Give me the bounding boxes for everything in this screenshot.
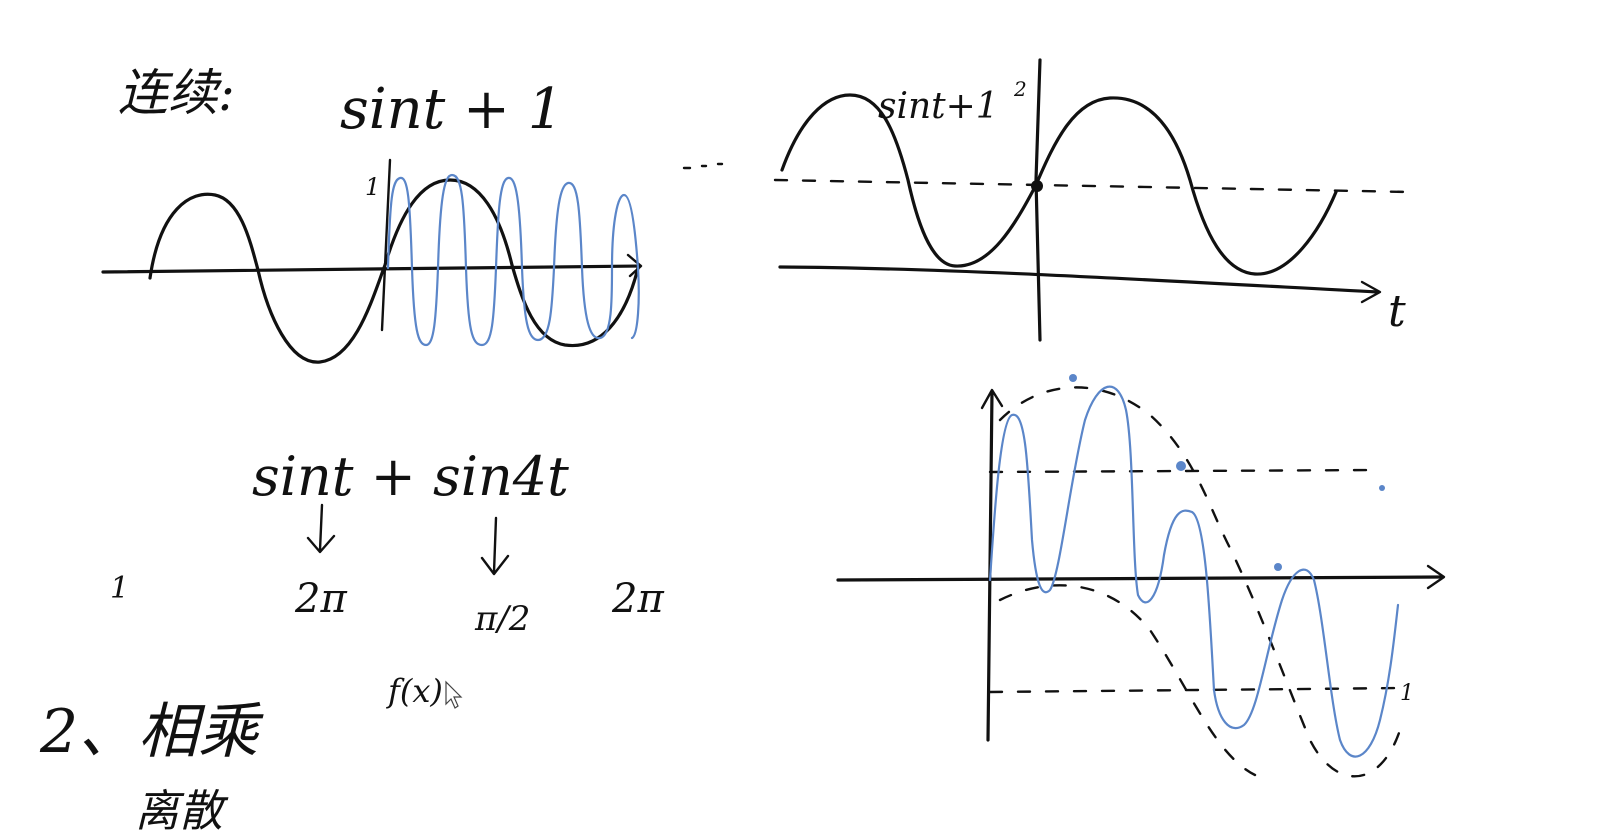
left-axis-arrow xyxy=(626,253,643,278)
right-bottom-envelope-sin-t xyxy=(998,386,1402,778)
right-top-graph: sint+1 2 t xyxy=(773,58,1412,342)
right-bottom-upper-level xyxy=(988,468,1382,474)
right-bottom-axis-arrow xyxy=(1426,564,1446,590)
ellipsis-marks xyxy=(682,162,724,170)
sin-t-curve xyxy=(148,178,640,364)
right-bottom-y-tick: 1 xyxy=(1400,681,1414,706)
right-bottom-marker-3 xyxy=(1274,563,1282,571)
right-top-axis-arrow xyxy=(1360,280,1382,304)
section-two-heading: 2、相乘 xyxy=(39,697,264,767)
section-two-subheading: 离散 xyxy=(135,786,229,837)
right-top-level-line xyxy=(773,178,1412,194)
right-bottom-marker-1 xyxy=(1069,374,1077,382)
arrow-down-sin4t xyxy=(480,516,510,576)
right-bottom-marker-4 xyxy=(1379,485,1385,491)
right-top-curve-label: sint+1 xyxy=(878,86,999,127)
right-bottom-envelope-lower xyxy=(998,584,1257,777)
right-bottom-graph: 1 xyxy=(836,374,1446,778)
left-y-axis xyxy=(380,158,392,332)
expr-sin-plus-one: sint + 1 xyxy=(340,77,563,142)
right-top-y-axis xyxy=(1034,58,1042,342)
right-bottom-y-axis-arrow xyxy=(980,388,1004,410)
label-one: 1 xyxy=(110,571,129,606)
right-bottom-lower-level xyxy=(988,686,1407,694)
right-top-t-axis xyxy=(778,265,1380,294)
sin-t-plus-one-curve xyxy=(780,93,1338,276)
expr-sum: sint + sin4t xyxy=(252,445,569,508)
left-graph: 1 xyxy=(101,158,643,364)
label-2pi-b: 2π xyxy=(611,576,664,622)
right-bottom-t-axis xyxy=(836,575,1444,582)
left-t-axis xyxy=(101,264,642,274)
right-bottom-marker-2 xyxy=(1176,461,1186,471)
mouse-cursor-icon xyxy=(445,680,463,709)
right-top-y-tick-2: 2 xyxy=(1013,77,1027,101)
label-fx: f(x) xyxy=(386,672,443,710)
right-top-intercept-dot xyxy=(1031,180,1043,192)
right-top-axis-label-t: t xyxy=(1388,286,1406,337)
label-pi-over-2: π/2 xyxy=(474,599,530,639)
heading-continuous: 连续: xyxy=(118,64,235,122)
right-bottom-sum-curve xyxy=(988,385,1400,758)
left-y-tick-1: 1 xyxy=(365,173,380,201)
sin-4t-curve xyxy=(386,173,640,347)
label-2pi-a: 2π xyxy=(294,576,347,622)
arrow-down-sint xyxy=(306,503,336,554)
